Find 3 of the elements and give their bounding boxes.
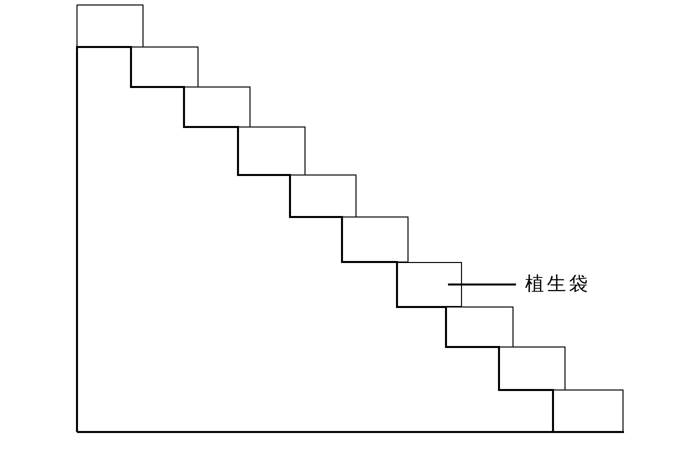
part-label: 植生袋 (525, 272, 591, 297)
bag-box (397, 262, 462, 307)
leader-line (448, 284, 516, 286)
